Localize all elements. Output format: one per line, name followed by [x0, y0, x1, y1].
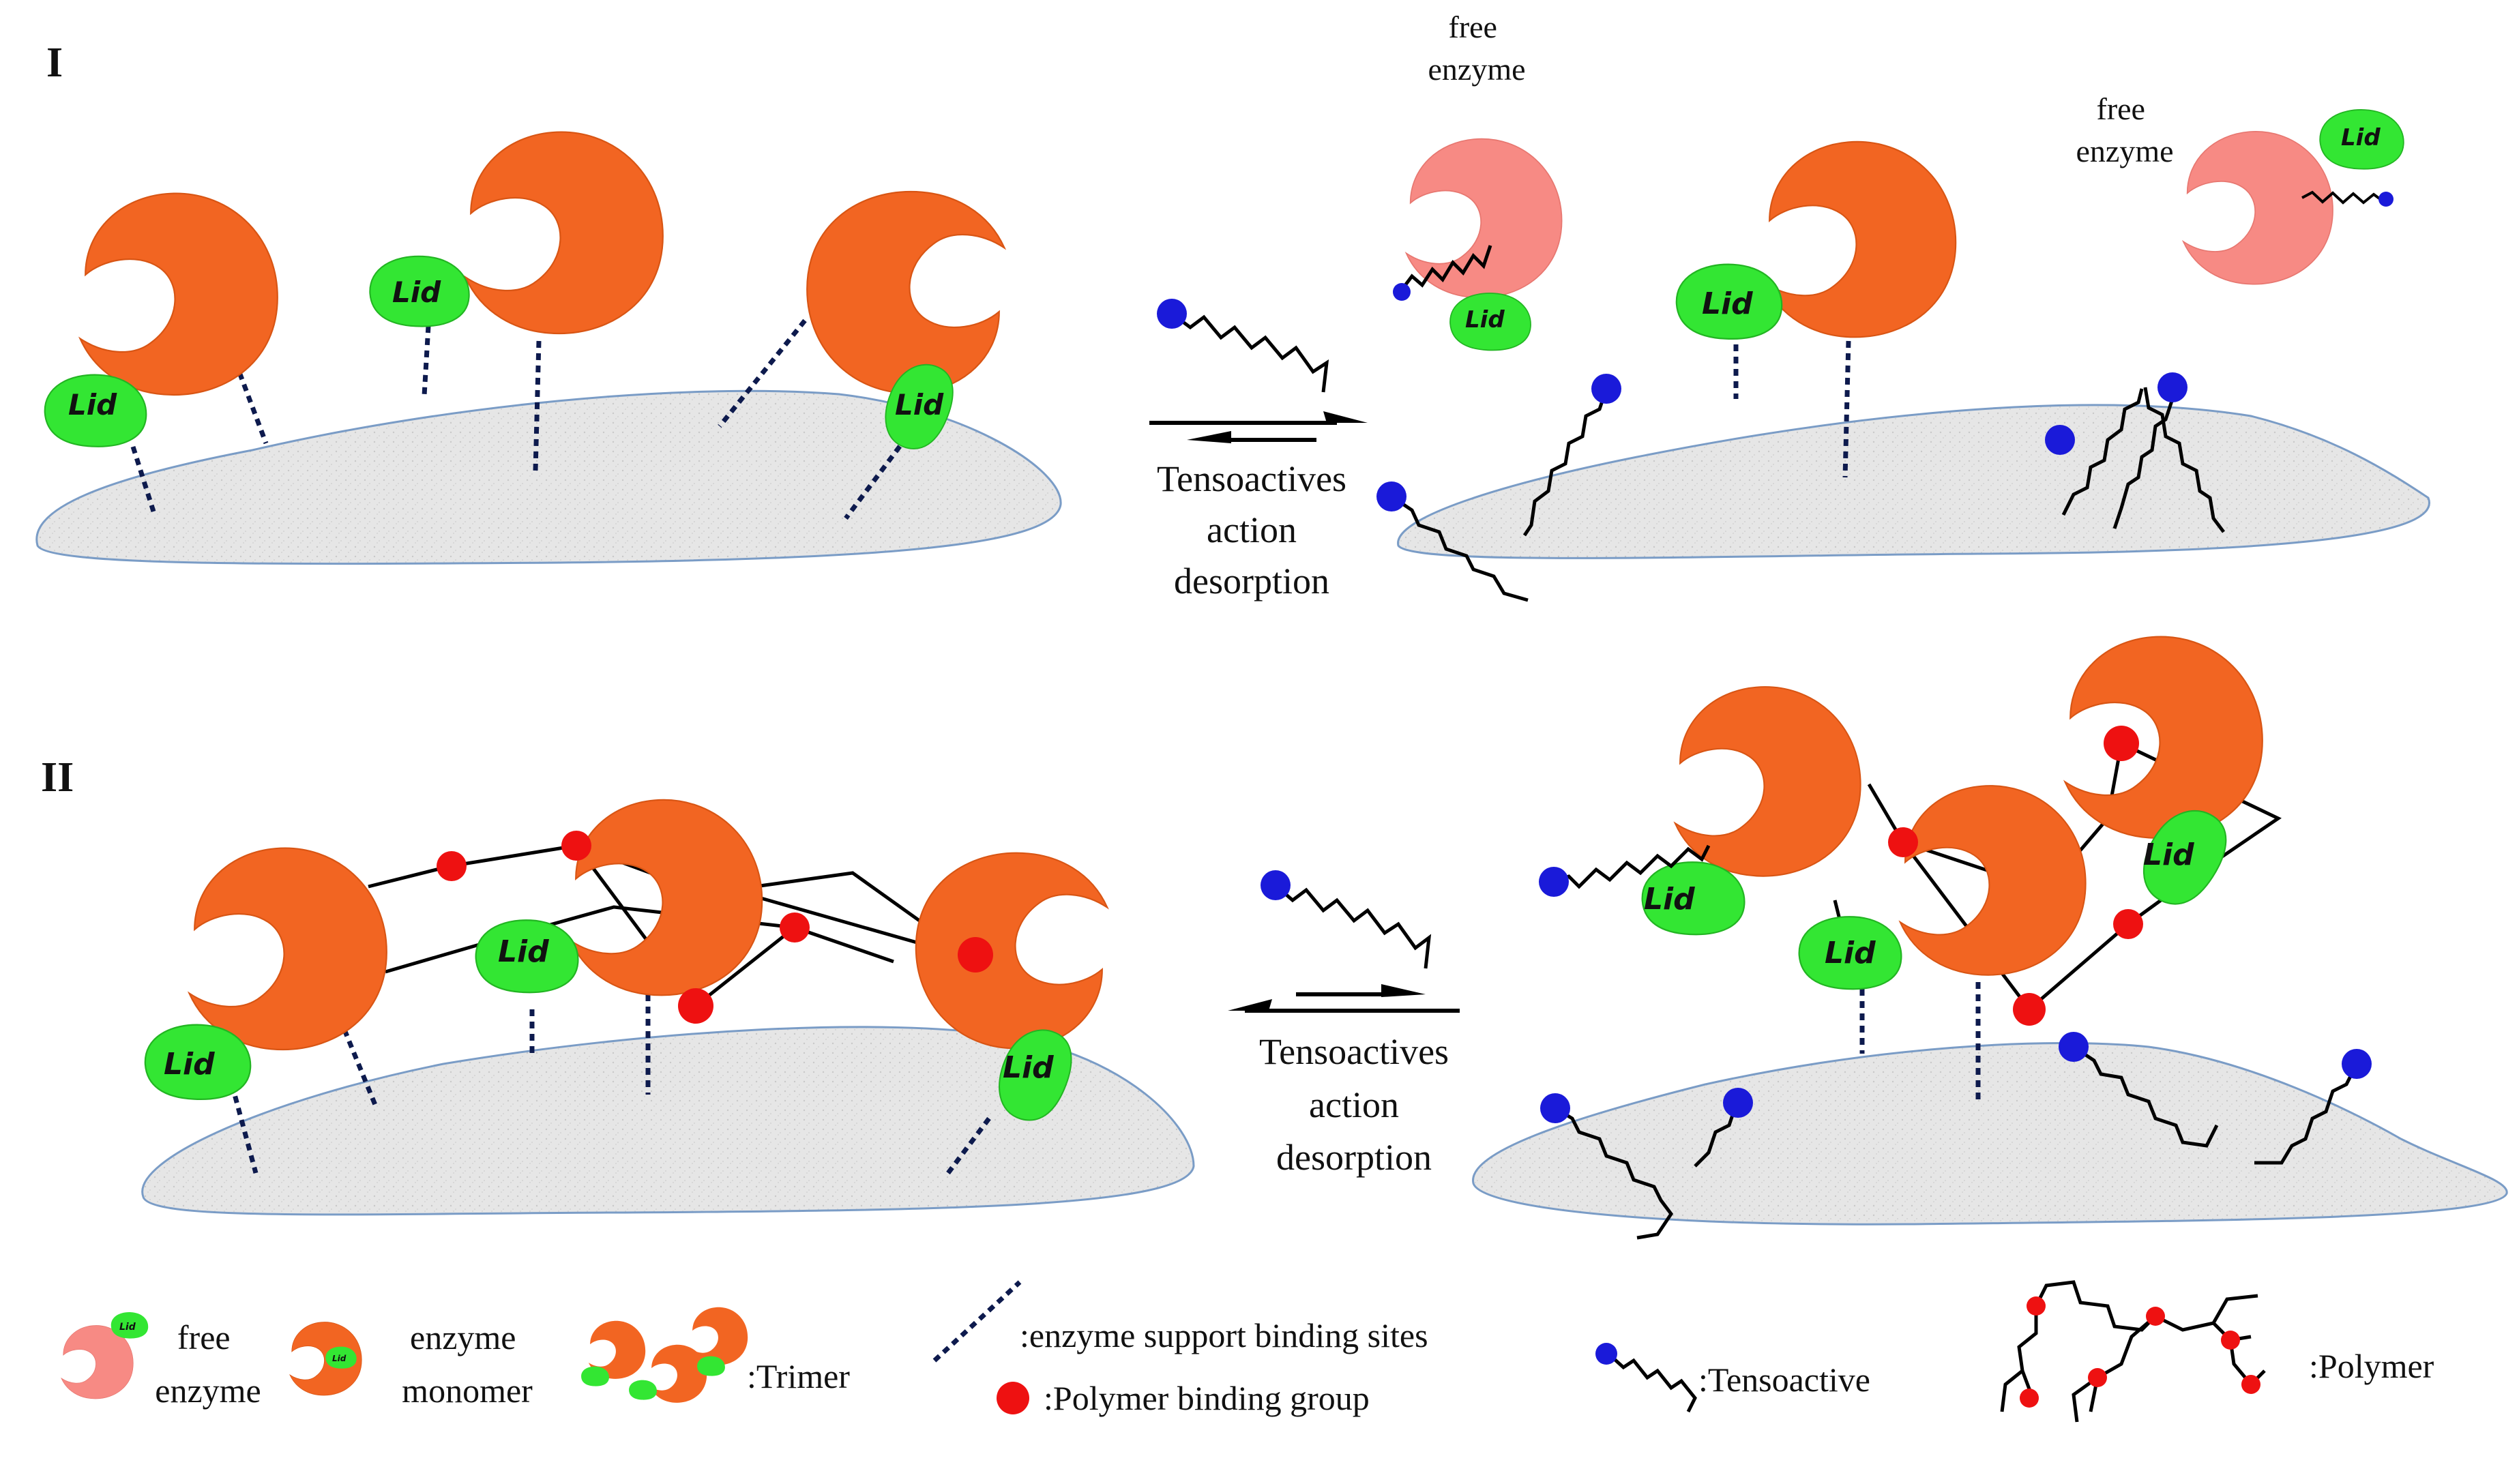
binding-sites-I-right: [1733, 340, 1851, 478]
svg-text:desorption: desorption: [1174, 561, 1329, 602]
tensoactive-incoming-II: [1261, 870, 1432, 969]
polymer-groups-II-right: [1888, 726, 2143, 1026]
lid-label: Lid: [68, 388, 117, 421]
svg-text:Tensoactives: Tensoactives: [1259, 1031, 1449, 1072]
arrow-caption-I: Tensoactives action desorption: [1157, 458, 1346, 602]
legend-polymer-icon: [2000, 1280, 2266, 1423]
tensoactive-heads-I: [1376, 372, 2187, 511]
tensoactives-II-right: [1551, 844, 2359, 1240]
legend-enzyme-monomer-icon: Lid: [289, 1322, 362, 1396]
legend-polymer-group-dot: [997, 1382, 1029, 1414]
svg-text:Tensoactives: Tensoactives: [1157, 458, 1346, 499]
support-II-left: [141, 1026, 1195, 1216]
enzyme-monomer-I-right: Lid: [1675, 140, 1957, 340]
lid-label: Lid: [895, 388, 944, 421]
polymer-groups-II-left: [437, 831, 993, 1024]
lid-label: Lid: [1003, 1050, 1054, 1085]
adsorbed-tensoactives-I: [1390, 387, 2225, 602]
lid-label: Lid: [119, 1322, 136, 1333]
binding-sites-I-left: [130, 318, 909, 520]
svg-text:action: action: [1309, 1084, 1399, 1125]
lid-label: Lid: [2143, 837, 2194, 872]
legend-free-enzyme-icon: Lid: [61, 1312, 149, 1399]
lid-label: Lid: [1702, 286, 1753, 321]
binding-sites-II-left: [229, 982, 991, 1175]
svg-text:action: action: [1207, 509, 1297, 550]
enzyme-monomers-I-left: [79, 131, 1005, 396]
panel-label-I: I: [46, 40, 63, 86]
legend-polymer-label: :Polymer: [2309, 1347, 2434, 1385]
free-enzyme-label-top: free enzyme: [1428, 10, 1525, 87]
free-enzyme-label-right: free enzyme: [2076, 91, 2173, 168]
equilibrium-arrow-II: [1228, 984, 1460, 1013]
lid-label: Lid: [1465, 306, 1505, 333]
arrow-caption-II: Tensoactives action desorption: [1259, 1031, 1449, 1178]
legend-binding-sites-label: :enzyme support binding sites: [1020, 1316, 1428, 1354]
enzyme-monomers-II-right: [1674, 636, 2263, 976]
lid-label: Lid: [1644, 882, 1695, 917]
legend-polymer-group-label: :Polymer binding group: [1044, 1379, 1370, 1417]
support-I-right: [1397, 404, 2430, 559]
support-II-right: [1472, 1042, 2508, 1226]
lid-label: Lid: [498, 934, 549, 969]
lid-label: Lid: [2341, 124, 2381, 151]
legend-tensoactive-icon: [1595, 1343, 1697, 1413]
equilibrium-arrow-I: [1149, 411, 1368, 443]
legend-trimer-label: :Trimer: [747, 1357, 850, 1395]
legend: Lid free enzyme Lid enzyme monomer :Trim…: [61, 1280, 2434, 1423]
panel-label-II: II: [41, 754, 74, 801]
svg-text:desorption: desorption: [1276, 1137, 1432, 1178]
legend-trimer-icon: [581, 1307, 748, 1403]
legend-tensoactive-label: :Tensoactive: [1698, 1361, 1870, 1399]
support-I-left: [35, 389, 1062, 565]
free-enzyme-top: Lid: [1393, 138, 1563, 351]
free-enzyme-right: Lid: [2182, 109, 2404, 285]
tensoactive-incoming-I: [1157, 299, 1329, 393]
binding-sites-II-right: [1859, 982, 1981, 1101]
legend-binding-site-line: [932, 1280, 1022, 1363]
lid-label: Lid: [164, 1047, 215, 1082]
tensoactive-heads-II-right: [1539, 867, 2372, 1123]
legend-enzyme-monomer-label: enzyme monomer: [402, 1318, 533, 1410]
lid-label: Lid: [332, 1354, 347, 1363]
legend-free-enzyme-label: free enzyme: [155, 1318, 261, 1410]
lid-label: Lid: [392, 276, 441, 309]
lid-label: Lid: [1825, 936, 1876, 970]
